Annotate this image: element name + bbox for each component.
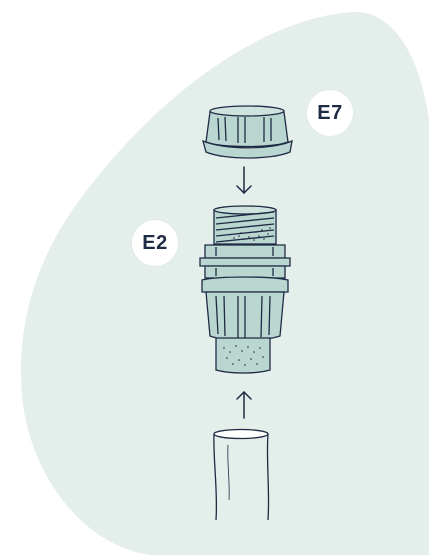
label-badge-e7: E7 — [307, 90, 353, 136]
cap-part — [203, 106, 292, 158]
label-e2: E2 — [142, 233, 167, 253]
label-e7: E7 — [317, 103, 342, 123]
label-badge-e2: E2 — [132, 220, 178, 266]
